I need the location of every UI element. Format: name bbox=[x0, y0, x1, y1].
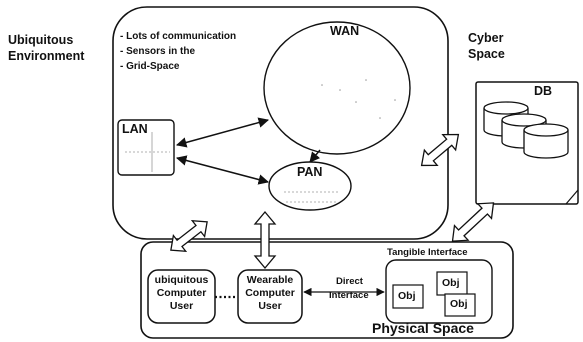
bullet-item: - Lots of communication bbox=[120, 31, 237, 42]
wan-pan-arrow bbox=[309, 149, 321, 163]
wearable-user-line: Computer bbox=[245, 287, 295, 299]
object-box bbox=[444, 293, 476, 317]
physical-space-label: Physical Space bbox=[372, 320, 474, 336]
wan-ellipse bbox=[263, 21, 411, 155]
pan-label: PAN bbox=[297, 165, 323, 179]
lan-pan-arrow bbox=[175, 155, 270, 185]
environment-bullet-list: - Lots of communication - Sensors in the… bbox=[120, 29, 236, 74]
db-cylinder bbox=[523, 123, 569, 159]
tangible-interface-label: Tangible Interface bbox=[387, 247, 468, 258]
wan-grid-dots bbox=[321, 79, 396, 119]
ubiquitous-env-title-line2: Environment bbox=[8, 49, 85, 63]
env-wearable-hollow-arrow bbox=[253, 210, 277, 270]
wan-label: WAN bbox=[330, 24, 360, 38]
object-label: Obj bbox=[450, 298, 468, 310]
object-box bbox=[392, 284, 424, 309]
lan-box bbox=[117, 119, 175, 176]
env-cyber-hollow-arrow bbox=[420, 133, 460, 167]
direct-interface-label-line2: Interface bbox=[329, 290, 369, 301]
object-label: Obj bbox=[442, 277, 460, 289]
lan-wan-arrow bbox=[175, 117, 270, 148]
wearable-user-line: User bbox=[258, 300, 282, 312]
env-physical-left-hollow-arrow bbox=[170, 219, 208, 253]
bullet-item: - Grid-Space bbox=[120, 61, 180, 72]
ubiquitous-user-line: User bbox=[169, 300, 194, 312]
ubiquitous-user-line: ubiquitous bbox=[154, 274, 209, 286]
cyber-space-label-line1: Cyber bbox=[468, 31, 504, 45]
lan-label: LAN bbox=[122, 122, 148, 136]
ubiquitous-env-title-line1: Ubiquitous bbox=[8, 33, 74, 47]
bullet-item: - Sensors in the bbox=[120, 46, 196, 57]
cyber-space-label-line2: Space bbox=[468, 47, 505, 61]
physical-cyber-hollow-arrow bbox=[451, 202, 495, 242]
wearable-user-line: Wearable bbox=[246, 274, 294, 286]
object-label: Obj bbox=[398, 290, 416, 302]
db-folded-corner bbox=[565, 189, 579, 205]
ubiquitous-user-label: ubiquitous Computer User bbox=[148, 274, 215, 313]
db-label: DB bbox=[534, 84, 553, 98]
wearable-user-label: Wearable Computer User bbox=[238, 274, 302, 313]
direct-interface-label-line1: Direct bbox=[336, 276, 363, 287]
ubiquitous-user-line: Computer bbox=[156, 287, 207, 299]
